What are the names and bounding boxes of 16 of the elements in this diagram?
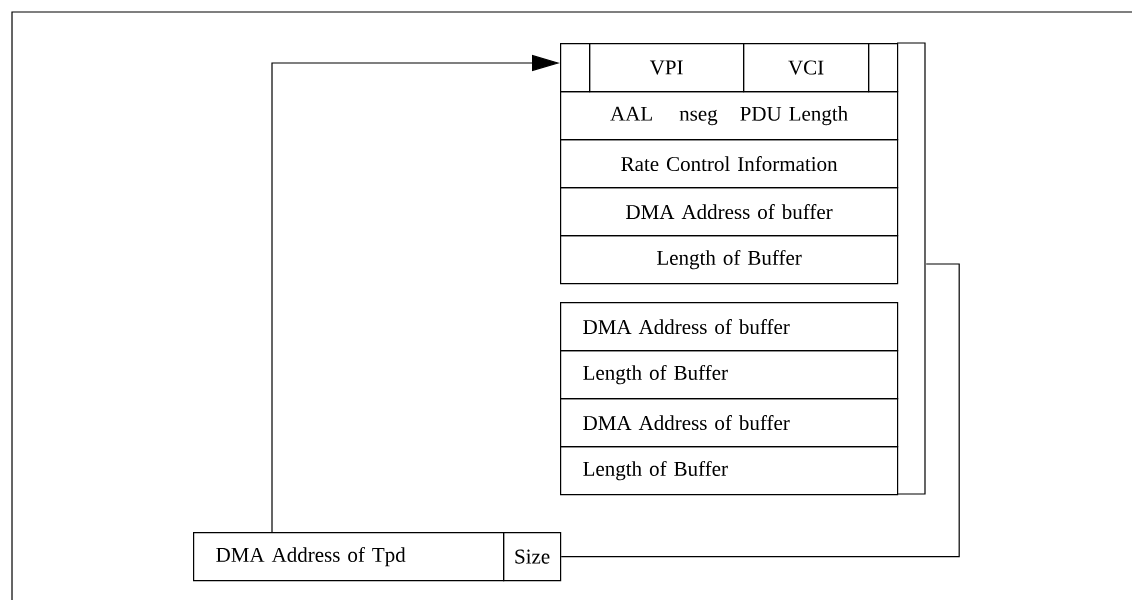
table-row: DMA Address of buffer <box>560 187 899 237</box>
table-cell: VCI <box>743 43 870 93</box>
table-cell <box>868 43 899 93</box>
table-row: DMA Address of buffer <box>560 398 899 448</box>
table-row: Length of Buffer <box>560 446 899 496</box>
table-row: AAL nseg PDU Length <box>560 91 899 141</box>
table-row: Length of Buffer <box>560 350 899 400</box>
table-cell: VPI <box>589 43 745 93</box>
connector-line <box>560 263 960 558</box>
table-cell <box>560 43 591 93</box>
table-row: DMA Address of buffer <box>560 302 899 352</box>
bracket <box>896 42 926 495</box>
table-row: Rate Control Information <box>560 139 899 189</box>
table-row: Length of Buffer <box>560 235 899 285</box>
table-cell: DMA Address of Tpd <box>193 532 505 582</box>
table-cell: Size <box>503 532 562 582</box>
